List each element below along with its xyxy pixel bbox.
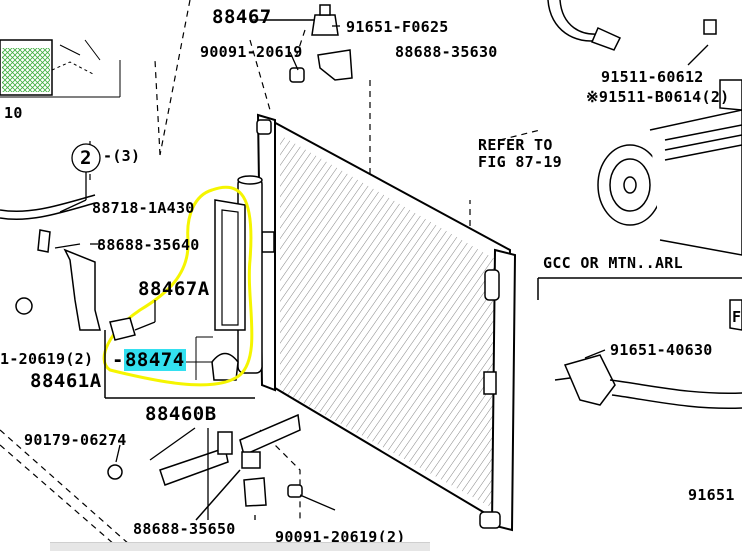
- label-fig-87-19: FIG 87-19: [478, 153, 562, 171]
- label-refer-to: REFER TO: [478, 136, 553, 154]
- label-91511-b0614: ※91511-B0614(2): [586, 88, 730, 106]
- label-1-20619-2: 1-20619(2): [0, 350, 94, 368]
- condenser: [256, 113, 517, 532]
- horizontal-scrollbar[interactable]: [50, 542, 430, 551]
- callout-leaders: [54, 19, 709, 520]
- bottom-brackets: [107, 413, 303, 521]
- label-88718-1a430: 88718-1A430: [92, 199, 195, 217]
- desiccant-element: [180, 199, 246, 381]
- bracket-left: [0, 194, 255, 399]
- label-88688-35640: 88688-35640: [97, 236, 200, 254]
- label-88461a: 88461A: [30, 370, 102, 392]
- top-fittings: [260, 4, 353, 83]
- label-gcc-or-mtn: GCC OR MTN..ARL: [543, 254, 683, 272]
- label-10: 10: [4, 104, 23, 122]
- label-91511-60612: 91511-60612: [601, 68, 704, 86]
- label-88688-35650: 88688-35650: [133, 520, 236, 538]
- label-91651-40630: 91651-40630: [610, 341, 713, 359]
- gcc-region-box: [537, 277, 742, 410]
- inset-thumbnail: [0, 39, 121, 98]
- label-91651-right: 91651: [688, 486, 735, 504]
- label-88467: 88467: [212, 6, 272, 28]
- compressor: [597, 109, 742, 256]
- annotation-circle: [102, 185, 254, 387]
- label-88467a: 88467A: [138, 278, 210, 300]
- hose-top-right: [547, 0, 742, 111]
- label-88688-35630: 88688-35630: [395, 43, 498, 61]
- highlighted-part-number: 88474: [123, 349, 186, 371]
- label-90179-06274: 90179-06274: [24, 431, 127, 449]
- label-f: F: [732, 308, 742, 326]
- label-90091-20619-top: 90091-20619: [200, 43, 303, 61]
- label-90091-20619-bottom: 90091-20619(2): [275, 528, 406, 546]
- label-91651-f0625: 91651-F0625: [346, 18, 449, 36]
- callout-number-2: 2: [80, 147, 92, 169]
- label-88460b: 88460B: [145, 403, 217, 425]
- label-qty-3: -(3): [103, 147, 141, 165]
- label-88474: -88474: [112, 349, 186, 371]
